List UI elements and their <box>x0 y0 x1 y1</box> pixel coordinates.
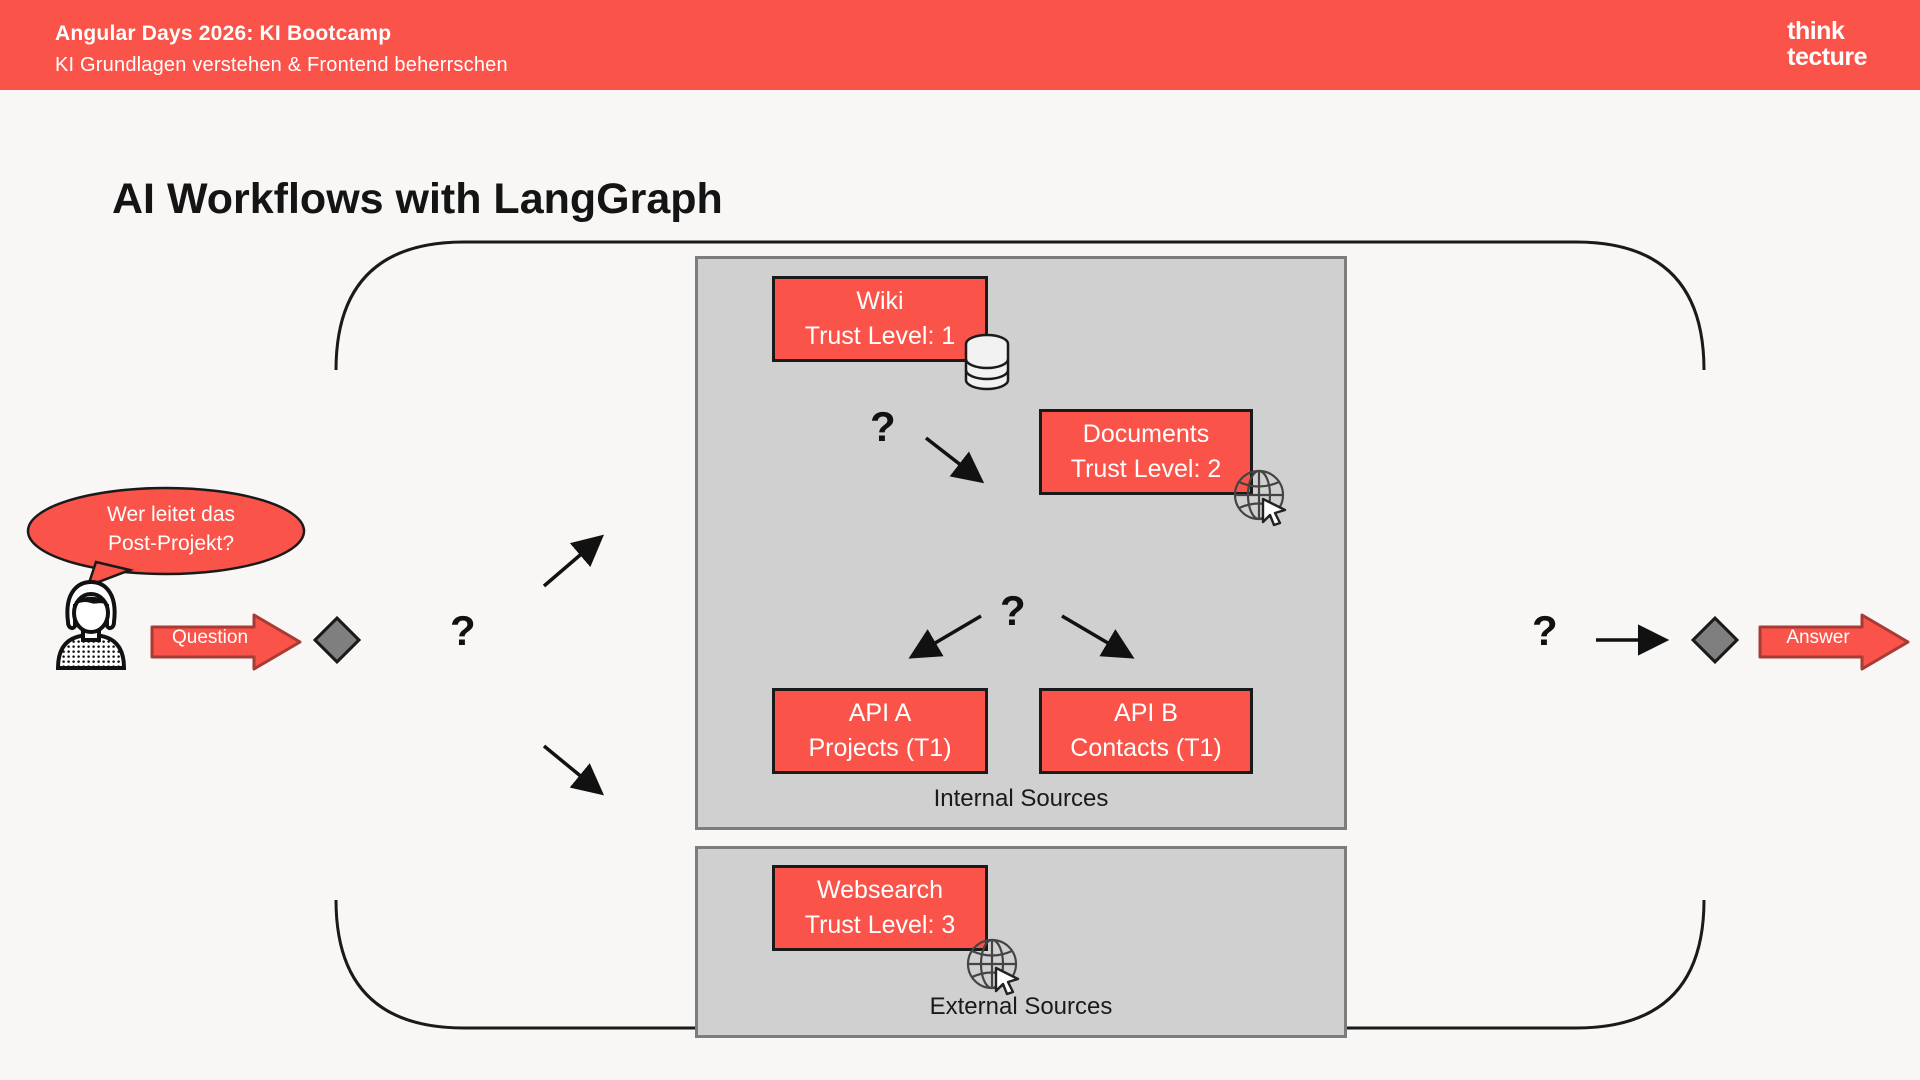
output-question-mark: ? <box>1532 607 1558 654</box>
person-icon <box>55 579 127 670</box>
globe-cursor-icon <box>966 938 1020 996</box>
external-sources-label: External Sources <box>929 993 1113 1020</box>
answer-arrow <box>1758 613 1910 671</box>
wiki-trust-level: Trust Level: 1 <box>804 322 956 350</box>
websearch-trust-level: Trust Level: 3 <box>804 911 956 939</box>
api-b-title: API B <box>1114 699 1178 727</box>
thinktecture-logo: think tecture <box>1787 18 1867 70</box>
logo-line-1: think <box>1787 17 1845 45</box>
branch-arrow-to-api-a <box>908 614 982 659</box>
speech-bubble-line-1: Wer leitet das <box>107 503 235 526</box>
source-node-wiki[interactable]: Wiki Trust Level: 1 <box>772 276 988 362</box>
logo-line-2: tecture <box>1787 43 1867 71</box>
websearch-title: Websearch <box>817 876 943 904</box>
internal-branch-question-mark-top: ? <box>870 403 896 450</box>
branch-arrow-to-api-b <box>1061 614 1135 659</box>
speech-bubble-text: Wer leitet das Post-Projekt? <box>26 500 316 558</box>
speech-bubble-line-2: Post-Projekt? <box>107 532 235 555</box>
internal-branch-question-mark-bottom: ? <box>1000 587 1026 634</box>
source-node-websearch[interactable]: Websearch Trust Level: 3 <box>772 865 988 951</box>
internal-sources-label: Internal Sources <box>933 785 1109 812</box>
header-bar: Angular Days 2026: KI Bootcamp KI Grundl… <box>0 0 1920 90</box>
question-arrow-label: Question <box>171 627 249 648</box>
output-arrow <box>1596 624 1670 656</box>
router-branch-arrow-down <box>542 744 605 796</box>
source-node-api-a[interactable]: API A Projects (T1) <box>772 688 988 774</box>
router-branch-arrow-up <box>542 534 604 588</box>
speech-bubble <box>26 486 306 589</box>
source-node-api-b[interactable]: API B Contacts (T1) <box>1039 688 1253 774</box>
api-a-subtitle: Projects (T1) <box>808 734 952 762</box>
documents-title: Documents <box>1082 420 1210 448</box>
page-title: AI Workflows with LangGraph <box>112 175 723 223</box>
globe-cursor-icon <box>1233 469 1287 527</box>
documents-trust-level: Trust Level: 2 <box>1070 455 1222 483</box>
source-node-documents[interactable]: Documents Trust Level: 2 <box>1039 409 1253 495</box>
question-arrow <box>150 613 302 671</box>
database-icon <box>964 333 1010 391</box>
wiki-title: Wiki <box>856 287 904 315</box>
header-title: Angular Days 2026: KI Bootcamp <box>55 22 392 45</box>
answer-arrow-label: Answer <box>1786 627 1850 648</box>
wiki-to-documents-arrow <box>924 436 985 484</box>
header-subtitle: KI Grundlagen verstehen & Frontend beher… <box>55 54 508 76</box>
router-question-mark: ? <box>450 607 476 654</box>
api-b-subtitle: Contacts (T1) <box>1070 734 1222 762</box>
api-a-title: API A <box>848 699 912 727</box>
